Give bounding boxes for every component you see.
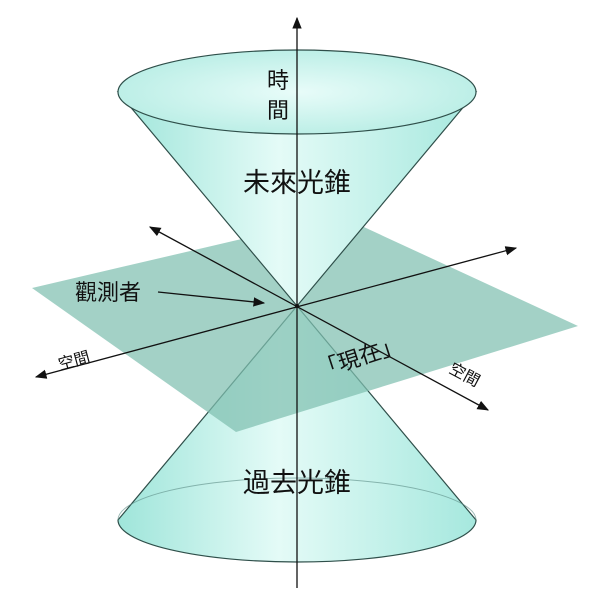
time-label-line2: 間 xyxy=(267,99,289,124)
future-cone-label: 未來光錐 xyxy=(243,168,351,199)
past-cone-label: 過去光錐 xyxy=(243,468,351,499)
observer-pointer xyxy=(157,291,266,307)
space-axis-right xyxy=(148,226,490,411)
observer-label: 觀測者 xyxy=(75,281,141,306)
time-label-line1: 時 xyxy=(267,69,289,94)
observer-point xyxy=(295,304,299,308)
space-label-right: 空間 xyxy=(446,359,483,391)
space-label-left: 空間 xyxy=(56,347,92,374)
